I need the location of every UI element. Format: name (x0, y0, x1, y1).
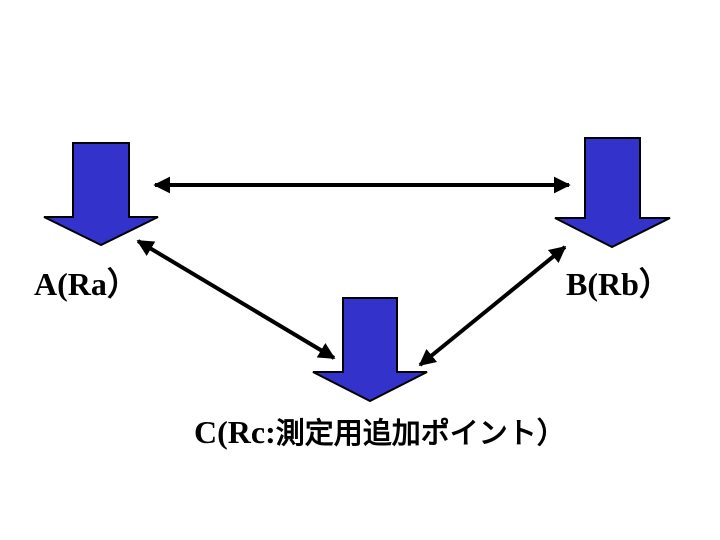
node-b-name: B (566, 266, 588, 302)
node-c-down-arrow-icon (312, 297, 428, 403)
node-c-sub: (Rc: (217, 414, 276, 450)
node-c-name: C (194, 414, 218, 450)
connector-a-c (136, 239, 336, 360)
node-c-close: ） (536, 416, 566, 450)
node-a-label: A(Ra） (34, 268, 139, 300)
node-b-sub: (Rb (587, 266, 639, 302)
node-c-note: 測定用追加ポイント (275, 416, 537, 450)
node-b-down-arrow-icon (554, 137, 671, 249)
node-a-name: A (34, 266, 58, 302)
node-a-sub: (Ra (57, 266, 107, 302)
connector-b-c (418, 245, 567, 367)
node-c-label: C(Rc:測定用追加ポイント） (194, 416, 566, 448)
node-a-down-arrow-icon (43, 142, 159, 247)
node-a-close: ） (106, 266, 139, 302)
node-b-label: B(Rb） (566, 268, 671, 300)
node-b-close: ） (638, 266, 671, 302)
